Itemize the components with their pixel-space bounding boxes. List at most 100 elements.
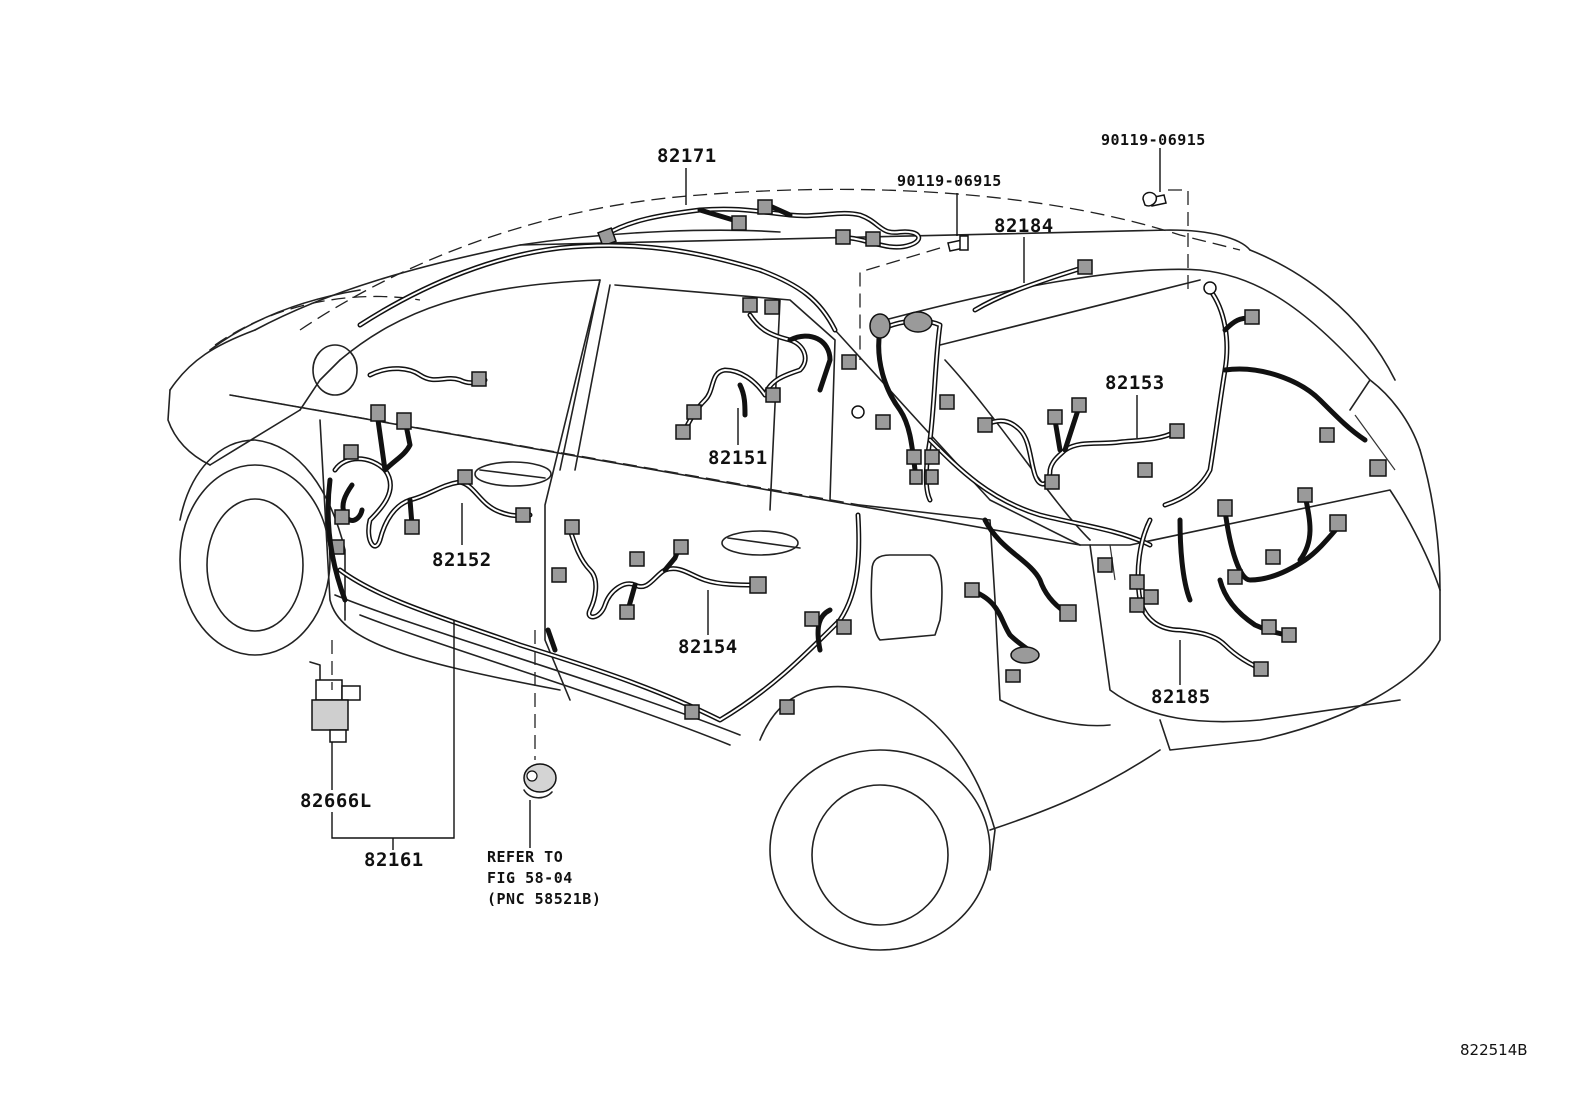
connector: [1044, 474, 1060, 490]
figure-id: 822514B: [1460, 1041, 1528, 1059]
connector: [1129, 597, 1145, 613]
harness-82185-rear-door: [1097, 487, 1347, 677]
connector: [404, 519, 420, 535]
part-labels: 82171 90119-06915 90119-06915 82184 8215…: [300, 131, 1528, 1059]
part-connector-clip: [523, 763, 557, 799]
harness-82161-floor: [337, 512, 862, 723]
connector: [1253, 661, 1269, 677]
connector: [1005, 669, 1021, 683]
connector: [964, 582, 980, 598]
connector: [1077, 259, 1093, 275]
connector: [742, 297, 758, 313]
connector: [471, 371, 487, 387]
vehicle-body: [167, 188, 1441, 951]
connector: [1217, 499, 1233, 517]
connector: [1129, 574, 1145, 590]
connector: [765, 387, 781, 403]
connector: [909, 469, 923, 485]
harness-rear-quarter: [964, 517, 1077, 683]
connector: [804, 611, 820, 627]
connector: [684, 704, 700, 720]
connector: [343, 444, 359, 460]
bolt-icon: [947, 235, 969, 252]
grommet: [1010, 646, 1040, 664]
connector: [686, 404, 702, 420]
label-82184: 82184: [994, 215, 1054, 237]
label-82185: 82185: [1151, 686, 1211, 708]
grommet: [869, 313, 891, 339]
connector: [396, 412, 412, 430]
harness-rear-hatch: [1137, 281, 1387, 508]
connector: [875, 414, 891, 430]
leader-lines: [331, 148, 1189, 850]
connector: [1244, 309, 1260, 325]
harness-front-window: [367, 366, 488, 387]
harness-82153-rear-glass: [977, 397, 1185, 490]
harness-roof-side: [357, 242, 838, 333]
connector: [1297, 487, 1313, 503]
part-82666L-relay-block: [309, 661, 361, 743]
connector: [564, 519, 580, 535]
connector: [675, 424, 691, 440]
connector: [764, 299, 780, 315]
connector: [731, 215, 747, 231]
connector: [1059, 604, 1077, 622]
connector: [977, 417, 993, 433]
label-82152: 82152: [432, 549, 492, 571]
connector: [906, 449, 922, 465]
label-82666L: 82666L: [300, 790, 372, 812]
connector: [939, 394, 955, 410]
connector: [1369, 459, 1387, 477]
connector: [836, 619, 852, 635]
harness-82151-b-pillar: [675, 297, 857, 440]
ground-bolt: [1203, 281, 1217, 295]
connector: [1265, 549, 1281, 565]
connector: [1319, 427, 1335, 443]
connector: [1071, 397, 1087, 413]
connector: [1137, 462, 1153, 478]
connector: [1281, 627, 1297, 643]
connector: [1097, 557, 1113, 573]
grommet: [903, 311, 933, 333]
bolt-icon: [1142, 191, 1167, 207]
reference-note-line1: REFER TO: [487, 848, 563, 866]
connector: [841, 354, 857, 370]
connector: [551, 567, 567, 583]
label-90119-06915-b: 90119-06915: [1101, 131, 1206, 149]
connector: [457, 469, 473, 485]
label-82154: 82154: [678, 636, 738, 658]
reference-note-line3: (PNC 58521B): [487, 890, 601, 908]
label-82171: 82171: [657, 145, 717, 167]
connector: [1047, 409, 1063, 425]
connector: [1169, 423, 1185, 439]
harness-82152-front-door: [325, 404, 533, 603]
connector: [334, 509, 350, 525]
label-82161: 82161: [364, 849, 424, 871]
label-82151: 82151: [708, 447, 768, 469]
connector: [1143, 589, 1159, 605]
connector: [779, 699, 795, 715]
connector: [749, 576, 767, 594]
harness-82184-rear-roof: [972, 259, 1093, 313]
harness-82154-rear-door: [551, 519, 767, 620]
label-90119-06915-a: 90119-06915: [897, 172, 1002, 190]
connector: [924, 449, 940, 465]
connector: [925, 469, 939, 485]
connector: [865, 231, 881, 247]
connector: [673, 539, 689, 555]
harness-c-pillar: [851, 311, 1153, 548]
connector: [1227, 569, 1243, 585]
label-82153: 82153: [1105, 372, 1165, 394]
connector: [1329, 514, 1347, 532]
connector: [1261, 619, 1277, 635]
connector: [515, 507, 531, 523]
reference-note-line2: FIG 58-04: [487, 869, 573, 887]
connector: [757, 199, 773, 215]
ground-bolt: [851, 405, 865, 419]
connector: [619, 604, 635, 620]
harness-82171-roof: [597, 199, 922, 250]
connector: [835, 229, 851, 245]
connector: [370, 404, 386, 422]
